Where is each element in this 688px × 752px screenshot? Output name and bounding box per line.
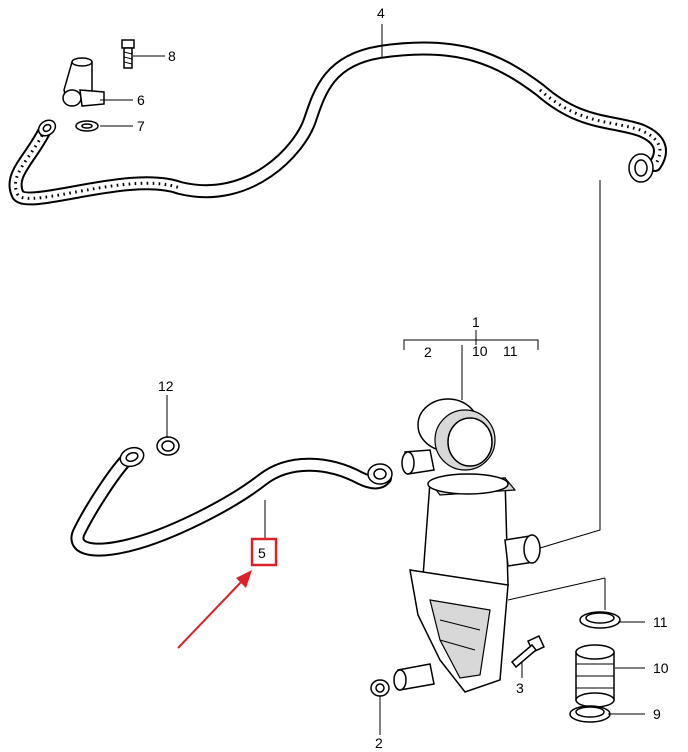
vent-hose-upper[interactable] <box>8 41 667 206</box>
sleeve-part-10[interactable] <box>575 644 615 708</box>
callout-10: 10 <box>653 660 669 676</box>
callout-labels: 4 8 6 7 1 2 10 11 12 5 11 10 3 9 2 <box>137 5 669 751</box>
callout-9: 9 <box>653 706 661 722</box>
callout-1: 1 <box>472 314 480 330</box>
callout-5: 5 <box>258 545 266 561</box>
bolt-part-8[interactable] <box>121 39 135 69</box>
callout-11-group: 11 <box>503 343 518 359</box>
callout-7: 7 <box>137 118 145 134</box>
callout-12: 12 <box>158 378 174 394</box>
callout-3: 3 <box>516 680 524 696</box>
callout-4: 4 <box>377 5 385 21</box>
callout-11: 11 <box>653 614 668 630</box>
washer-part-7[interactable] <box>75 120 99 132</box>
oil-separator-assembly[interactable] <box>393 398 541 693</box>
highlight-arrow <box>177 570 252 649</box>
vent-hose-lower[interactable] <box>70 449 392 557</box>
callout-2-group: 2 <box>424 344 432 360</box>
highlight-box <box>250 537 278 567</box>
hose-end-fitting-right <box>628 153 654 183</box>
callout-2: 2 <box>375 735 383 751</box>
clamp-part-11[interactable] <box>579 611 621 629</box>
leader-lines <box>100 24 645 735</box>
connector-part-6[interactable] <box>62 57 105 107</box>
o-ring-part-12[interactable] <box>156 436 180 456</box>
lower-hose-fitting-left <box>119 446 145 468</box>
hose-end-fitting-left <box>37 119 57 137</box>
lower-hose-fitting-right <box>367 463 393 485</box>
callout-8: 8 <box>168 48 176 64</box>
callout-10-group: 10 <box>472 343 488 359</box>
o-ring-part-2[interactable] <box>370 679 390 697</box>
callout-6: 6 <box>137 92 145 108</box>
bolt-part-3[interactable] <box>510 635 545 669</box>
clamp-part-9[interactable] <box>569 705 611 723</box>
